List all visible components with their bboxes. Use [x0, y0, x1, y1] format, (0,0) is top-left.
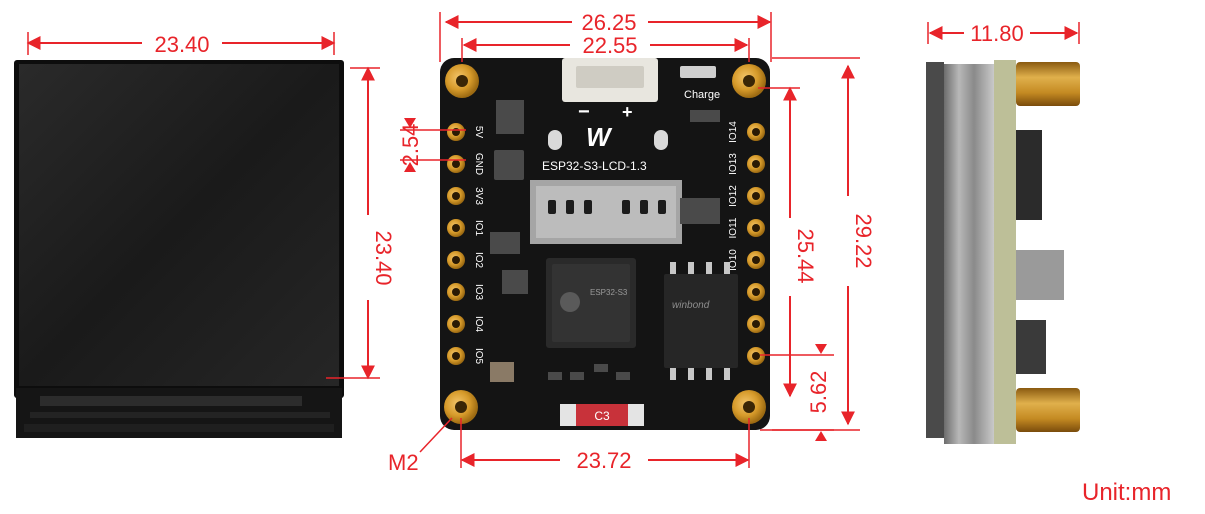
svg-text:−: − [578, 101, 590, 123]
svg-text:+: + [622, 102, 633, 122]
left-pin-label: 3V3 [473, 187, 484, 205]
left-pin-label: 5V [473, 126, 484, 139]
espressif-logo-icon [560, 292, 580, 312]
left-pin-label: IO3 [473, 284, 484, 301]
pcb-back-view: − + Charge W ESP32-S3-LCD-1.3 5VGND3V3IO… [440, 58, 770, 430]
right-pin-hole [752, 224, 760, 232]
dim-lcd-height: 23.40 [371, 230, 396, 285]
dim-pin-span: 25.44 [793, 228, 818, 283]
board-model-label: ESP32-S3-LCD-1.3 [542, 159, 647, 173]
left-pin-label: GND [473, 153, 484, 175]
left-pin-hole [452, 320, 460, 328]
left-pin-hole [452, 224, 460, 232]
dim-hole-offset: 5.62 [806, 371, 831, 414]
flash-chip [664, 274, 738, 368]
lcd-front-view [14, 60, 344, 438]
left-pin-label: IO4 [473, 316, 484, 333]
dim-hole-spacing-top: 22.55 [582, 33, 637, 58]
left-pin-hole [452, 160, 460, 168]
side-standoff-top [1016, 62, 1080, 106]
dim-side-thickness: 11.80 [970, 21, 1023, 46]
flash-brand: winbond [672, 300, 710, 311]
charge-led [680, 66, 716, 78]
lcd-screen [19, 64, 339, 386]
dim-board-width: 26.25 [581, 10, 636, 35]
side-sd-slot [1016, 130, 1042, 220]
left-pin-hole [452, 256, 460, 264]
unit-label: Unit:mm [1082, 479, 1171, 506]
left-pin-label: IO5 [473, 348, 484, 365]
right-pin-hole [752, 352, 760, 360]
side-view [926, 60, 1080, 444]
antenna-label: C3 [594, 409, 610, 423]
right-pin-hole [752, 192, 760, 200]
right-pin-hole [752, 160, 760, 168]
charge-label: Charge [684, 89, 720, 101]
right-pin-hole [752, 320, 760, 328]
right-pin-label: IO12 [728, 185, 739, 207]
side-lcd-layer [926, 62, 944, 438]
left-pin-label: IO1 [473, 220, 484, 237]
side-pcb-edge [994, 60, 1016, 444]
waveshare-logo-icon: W [586, 122, 613, 152]
mount-hole-label: M2 [388, 450, 419, 475]
right-pin-label: IO13 [728, 153, 739, 175]
dim-pin-pitch: 2.54 [398, 124, 423, 167]
right-pin-label: IO10 [728, 249, 739, 271]
lcd-flex-connector [40, 396, 302, 406]
smd-components [490, 100, 720, 382]
left-pin-hole [452, 192, 460, 200]
side-header-body [944, 64, 994, 444]
m2-leader-line [419, 417, 453, 453]
right-pin-label: IO11 [728, 217, 739, 238]
side-standoff-bottom [1016, 388, 1080, 432]
mcu-label: ESP32-S3 [590, 288, 628, 297]
dim-hole-spacing-bottom: 23.72 [576, 448, 631, 473]
right-pin-hole [752, 288, 760, 296]
side-usb-connector [1016, 250, 1064, 300]
dim-lcd-width: 23.40 [154, 32, 209, 57]
dim-board-height: 29.22 [851, 213, 876, 268]
right-pin-label: IO14 [728, 121, 739, 143]
left-pin-hole [452, 352, 460, 360]
left-pin-hole [452, 128, 460, 136]
left-pin-label: IO2 [473, 252, 484, 269]
right-pin-hole [752, 128, 760, 136]
right-pin-hole [752, 256, 760, 264]
left-pin-hole [452, 288, 460, 296]
